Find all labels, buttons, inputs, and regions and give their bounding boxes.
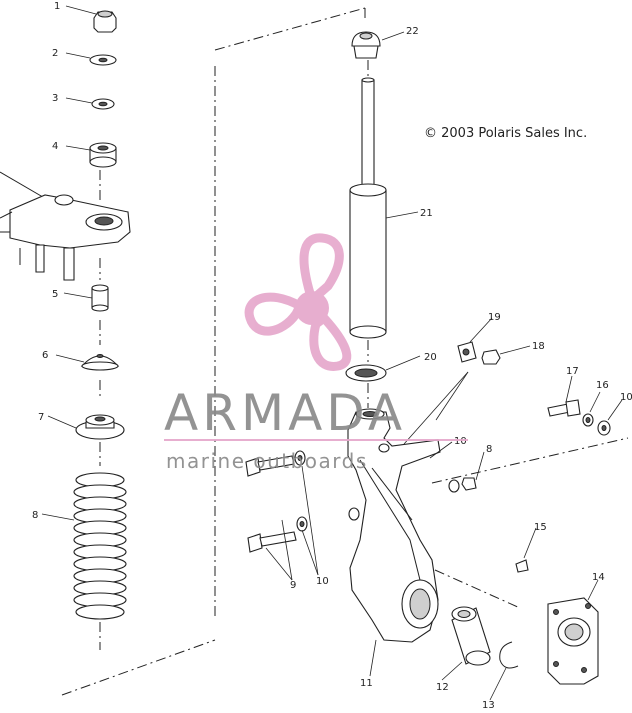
part-9-bolts — [245, 455, 297, 553]
watermark: ARMADA marine outboards — [164, 233, 468, 473]
upper-mount-bracket — [0, 171, 131, 281]
callout-19: 19 — [488, 312, 501, 323]
part-22-bump-stop — [351, 31, 381, 59]
part-8-coil-spring — [73, 472, 127, 620]
callout-4: 4 — [52, 141, 58, 152]
callout-20: 20 — [424, 352, 437, 363]
part-7-spring-seat — [75, 414, 125, 440]
part-16-washer — [582, 413, 594, 427]
watermark-brand: ARMADA — [164, 384, 406, 442]
callout-10-right: 10 — [620, 392, 632, 403]
callout-13: 13 — [482, 700, 495, 709]
callout-15: 15 — [534, 522, 547, 533]
callout-1: 1 — [54, 1, 60, 12]
part-11-steering-knuckle — [347, 408, 441, 643]
callout-8-right: 8 — [486, 444, 492, 455]
part-17-bolt — [547, 399, 581, 417]
right-boundary-line — [431, 437, 629, 484]
part-18-nut — [481, 349, 501, 365]
callout-10-left: 10 — [316, 576, 329, 587]
callout-9: 9 — [290, 580, 296, 591]
part-10-washers-left — [294, 450, 308, 532]
callout-14: 14 — [592, 572, 605, 583]
bottom-boundary-line — [61, 639, 216, 696]
leader-lines — [41, 5, 623, 701]
boundary-lines — [61, 7, 629, 696]
part-14-hub — [547, 597, 599, 685]
callout-22: 22 — [406, 26, 419, 37]
callout-12: 12 — [436, 682, 449, 693]
top-boundary-line — [214, 7, 366, 51]
hub-axis-line — [434, 569, 521, 609]
callout-16: 16 — [596, 380, 609, 391]
part-13-retaining-ring — [499, 641, 519, 669]
part-4-bushing — [89, 142, 117, 168]
part-5-spacer — [91, 284, 109, 312]
propeller-logo — [244, 233, 352, 371]
callout-6: 6 — [42, 350, 48, 361]
part-8-nut-right — [448, 477, 477, 493]
callout-3: 3 — [52, 93, 58, 104]
callout-8: 8 — [32, 510, 38, 521]
part-2-washer — [89, 54, 117, 66]
part-21-shock-absorber — [349, 77, 387, 339]
callout-21: 21 — [420, 208, 433, 219]
callout-labels: 1 2 3 4 5 6 7 8 9 10 10 10 11 12 13 14 1… — [32, 1, 632, 711]
callout-17: 17 — [566, 366, 579, 377]
callout-2: 2 — [52, 48, 58, 59]
callout-10-center: 10 — [454, 436, 467, 447]
callout-7: 7 — [38, 412, 44, 423]
part-6-dome-cap — [80, 354, 120, 371]
part-20-washer — [345, 364, 387, 382]
part-15-grease-fitting — [515, 559, 529, 573]
callout-11: 11 — [360, 678, 373, 689]
part-12-bearing — [451, 606, 491, 666]
callout-18: 18 — [532, 341, 545, 352]
part-10-washer-right — [597, 420, 611, 436]
part-19-clip — [457, 341, 477, 363]
watermark-tagline: marine outboards — [166, 449, 368, 473]
part-1-nut — [93, 10, 117, 33]
copyright-notice: © 2003 Polaris Sales Inc. — [424, 126, 587, 141]
callout-5: 5 — [52, 289, 58, 300]
part-3-washer — [91, 98, 115, 110]
